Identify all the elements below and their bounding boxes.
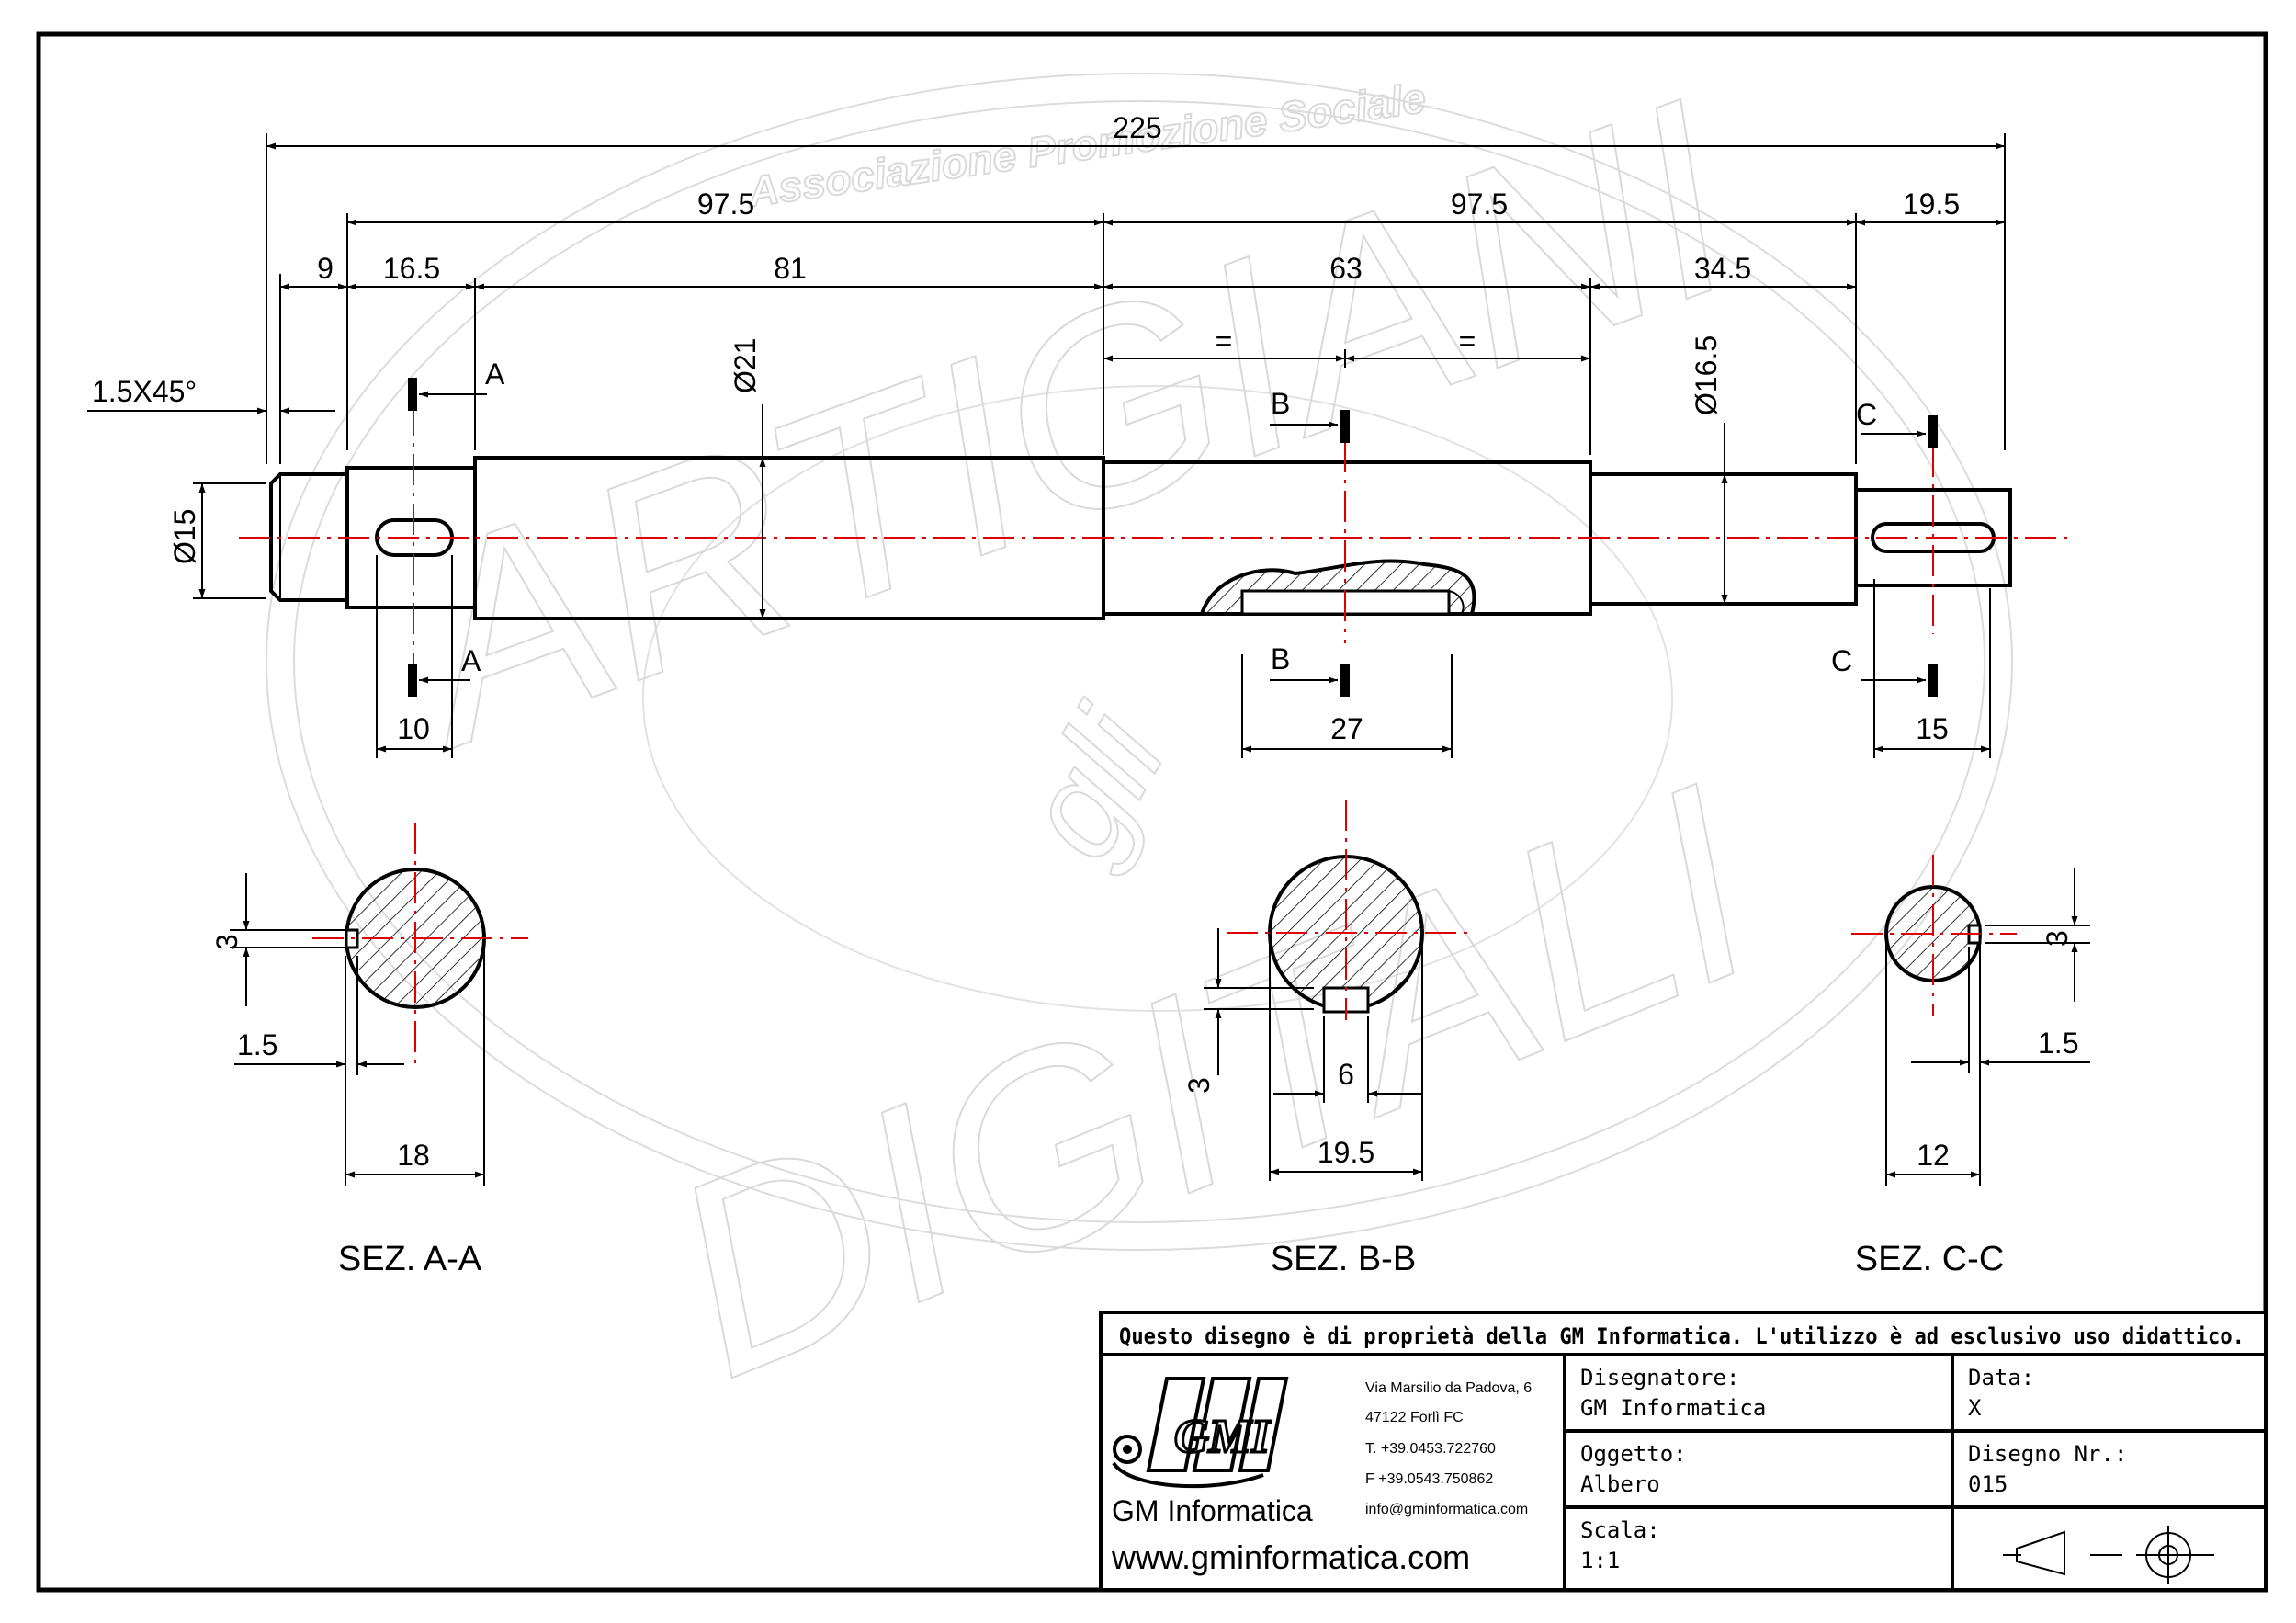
sec-b-width: 6 bbox=[1338, 1058, 1354, 1091]
title-block: Questo disegno è di proprietà della GM I… bbox=[1099, 1311, 2268, 1592]
sec-c-width: 3 bbox=[2041, 930, 2074, 947]
tb-object-label: Oggetto: bbox=[1580, 1441, 1687, 1467]
section-b-b: 3 6 19.5 SEZ. B-B bbox=[1182, 800, 1475, 1278]
dim-seg-63: 63 bbox=[1329, 252, 1363, 285]
tb-fax: F +39.0543.750862 bbox=[1365, 1471, 1493, 1487]
first-angle-projection-icon bbox=[2003, 1526, 2214, 1584]
marker-c-bottom: C bbox=[1831, 644, 1852, 677]
watermark-word-mid: gli bbox=[991, 684, 1195, 883]
sec-c-title: SEZ. C-C bbox=[1855, 1240, 2005, 1278]
section-c-c: 3 1.5 12 SEZ. C-C bbox=[1851, 855, 2090, 1278]
dim-overall-length: 225 bbox=[1113, 111, 1161, 144]
marker-c-top: C bbox=[1856, 398, 1877, 431]
tb-drawing-no-value: 015 bbox=[1968, 1471, 2008, 1497]
dim-seg-9: 9 bbox=[317, 252, 334, 285]
sec-c-diameter: 12 bbox=[1917, 1139, 1950, 1172]
dim-seg-81: 81 bbox=[774, 252, 807, 285]
tb-phone: T. +39.0453.722760 bbox=[1365, 1441, 1496, 1457]
marker-a-bottom: A bbox=[461, 644, 481, 677]
dim-dia-15: Ø15 bbox=[168, 509, 201, 564]
dim-left-half: 97.5 bbox=[697, 187, 754, 221]
sec-b-title: SEZ. B-B bbox=[1271, 1240, 1416, 1278]
tb-address-2: 47122 Forlì FC bbox=[1365, 1410, 1464, 1425]
tb-address-1: Via Marsilio da Padova, 6 bbox=[1365, 1380, 1532, 1396]
sec-a-title: SEZ. A-A bbox=[338, 1240, 482, 1278]
dim-key-a-width: 10 bbox=[397, 712, 430, 745]
tb-email: info@gminformatica.com bbox=[1365, 1502, 1528, 1517]
tb-designer-label: Disegnatore: bbox=[1580, 1365, 1739, 1390]
tb-object-value: Albero bbox=[1580, 1471, 1660, 1497]
dim-equal-right: = bbox=[1459, 324, 1476, 358]
sec-a-depth: 1.5 bbox=[237, 1028, 277, 1061]
dim-seg-16-5: 16.5 bbox=[383, 252, 440, 285]
dim-dia-21: Ø21 bbox=[729, 338, 762, 393]
tb-scale-value: 1:1 bbox=[1580, 1548, 1620, 1573]
dim-chamfer: 1.5X45° bbox=[92, 375, 197, 408]
marker-b-bottom: B bbox=[1271, 642, 1290, 675]
sec-a-width: 3 bbox=[210, 934, 243, 950]
tb-website: www.gminformatica.com bbox=[1111, 1538, 1470, 1576]
sec-c-depth: 1.5 bbox=[2038, 1027, 2078, 1060]
shaft-main-view bbox=[239, 404, 2072, 680]
tb-date-label: Data: bbox=[1968, 1365, 2034, 1390]
dim-right-half: 97.5 bbox=[1451, 187, 1508, 221]
sec-a-diameter: 18 bbox=[397, 1139, 430, 1172]
dim-key-b-width: 27 bbox=[1330, 712, 1363, 745]
watermark: Associazione Promozione Sociale ARTIGIAN… bbox=[266, 40, 2013, 1436]
tb-notice: Questo disegno è di proprietà della GM I… bbox=[1119, 1323, 2245, 1349]
tb-company: GM Informatica bbox=[1112, 1494, 1313, 1527]
marker-a-top: A bbox=[485, 358, 505, 391]
section-a-a: 3 1.5 18 SEZ. A-A bbox=[210, 823, 528, 1278]
dim-equal-left: = bbox=[1216, 324, 1233, 358]
tb-scale-label: Scala: bbox=[1580, 1517, 1660, 1543]
dim-dia-16-5: Ø16.5 bbox=[1690, 335, 1723, 415]
tb-drawing-no-label: Disegno Nr.: bbox=[1968, 1441, 2127, 1467]
marker-b-top: B bbox=[1271, 387, 1290, 420]
section-markers: A A B B C C bbox=[408, 358, 1938, 697]
tb-designer-value: GM Informatica bbox=[1580, 1395, 1766, 1421]
logo-text: GMI bbox=[1174, 1411, 1272, 1463]
dim-key-c-width: 15 bbox=[1916, 712, 1949, 745]
dimensions-main-view: 225 97.5 97.5 19.5 9 16.5 81 63 34.5 = =… bbox=[87, 111, 2006, 758]
dim-seg-34-5: 34.5 bbox=[1694, 252, 1751, 285]
gmi-logo: GMI bbox=[1112, 1377, 1289, 1489]
tb-date-value: X bbox=[1968, 1395, 1982, 1421]
sec-b-depth: 3 bbox=[1182, 1077, 1216, 1094]
dim-right-end: 19.5 bbox=[1903, 187, 1960, 221]
sec-b-diameter: 19.5 bbox=[1318, 1136, 1374, 1169]
